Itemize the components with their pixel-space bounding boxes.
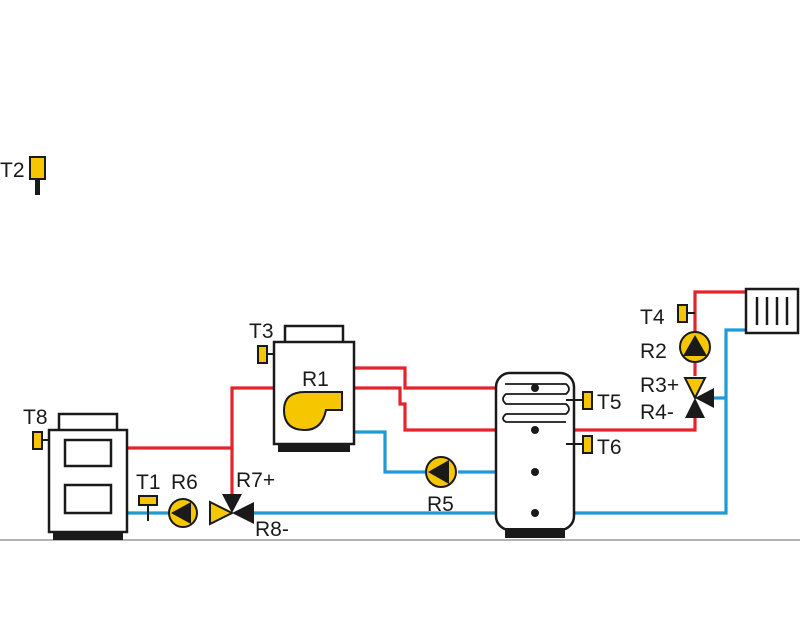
sensor-t1: [138, 495, 158, 521]
pump-r6: [168, 498, 198, 528]
solid-fuel-boiler: [47, 412, 129, 540]
sensor-t3: [257, 345, 275, 364]
label-t1: T1: [136, 471, 161, 494]
sensor-t2: [29, 156, 46, 195]
label-r3: R3+: [640, 374, 679, 397]
buffer-tank: [494, 371, 576, 538]
label-t8: T8: [23, 406, 48, 429]
pump-r5: [425, 456, 457, 488]
label-t3: T3: [249, 320, 274, 343]
label-r7: R7+: [236, 469, 275, 492]
sensor-t4: [677, 304, 695, 323]
sensor-t8: [32, 431, 50, 450]
label-t5: T5: [597, 391, 622, 414]
sensor-t5: [566, 391, 593, 410]
burner-boiler: [272, 324, 356, 452]
radiator: [744, 287, 800, 335]
label-t2: T2: [0, 159, 25, 182]
label-t6: T6: [597, 436, 622, 459]
label-r2: R2: [640, 340, 667, 363]
pump-r2: [679, 331, 711, 363]
label-r1: R1: [302, 368, 329, 391]
label-r5: R5: [427, 493, 454, 516]
label-r8: R8-: [255, 518, 289, 541]
label-t4: T4: [640, 306, 665, 329]
mixing-valve-r7-r8: [209, 494, 254, 526]
mixing-valve-r3-r4: [683, 377, 714, 418]
sensor-t6: [566, 435, 593, 454]
tank-coil-icon: [502, 383, 570, 423]
label-r4: R4-: [640, 401, 674, 424]
burner-fan-icon: [282, 391, 343, 432]
label-r6: R6: [171, 471, 198, 494]
